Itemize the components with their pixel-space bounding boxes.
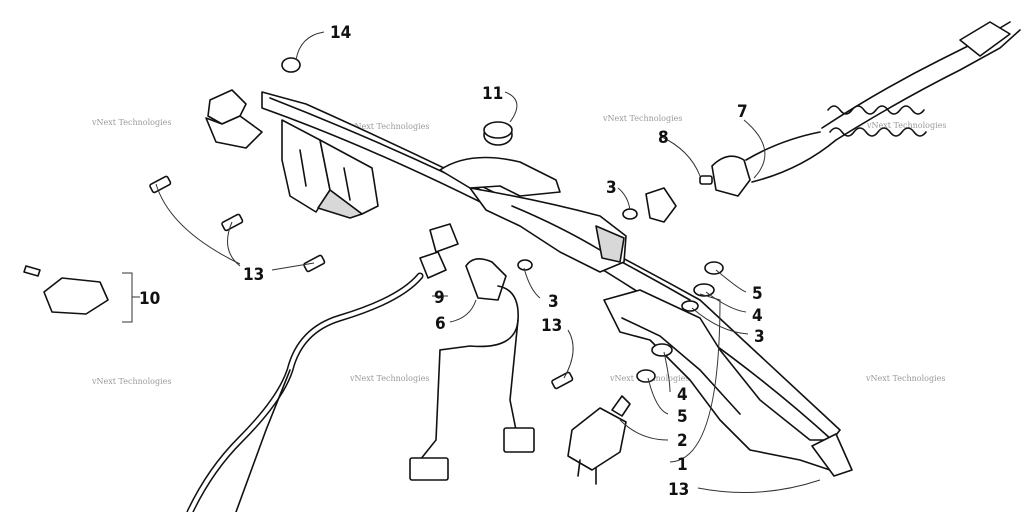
dash-bracket-part-1 — [205, 89, 853, 477]
callout-4-top: 4 — [752, 306, 763, 326]
callout-5-bottom: 5 — [677, 407, 688, 427]
callout-3-right: 3 — [754, 327, 765, 347]
watermark: vNext Technologies — [349, 374, 429, 383]
callout-8: 8 — [658, 128, 669, 148]
plug-part-14 — [281, 57, 301, 73]
callout-13-left: 13 — [243, 265, 264, 285]
watermark: vNext Technologies — [91, 118, 171, 127]
watermark: vNext Technologies — [349, 122, 429, 131]
watermark: vNext Technologies — [866, 121, 946, 130]
coil-spring — [827, 105, 927, 137]
cap-ring-part-11 — [483, 121, 513, 146]
callout-9: 9 — [434, 288, 445, 308]
watermark: vNext Technologies — [91, 377, 171, 386]
callout-14: 14 — [330, 23, 351, 43]
callout-13-mid: 13 — [541, 316, 562, 336]
callout-1: 1 — [677, 455, 688, 475]
socket-part-6 — [409, 258, 535, 481]
tether-cord-part-7 — [711, 21, 1021, 197]
callout-13-bottom: 13 — [668, 480, 689, 500]
clip-part-10 — [23, 265, 140, 323]
relay-switch-part-2 — [567, 395, 631, 485]
harness-connector-part-9 — [186, 223, 459, 512]
callout-4-bottom: 4 — [677, 385, 688, 405]
watermark: vNext Technologies — [602, 114, 682, 123]
leader-lines — [155, 31, 821, 493]
callout-11: 11 — [482, 84, 503, 104]
callouts: 14 11 7 8 3 13 10 9 6 3 13 5 4 3 4 5 2 1… — [139, 23, 765, 500]
watermark: vNext Technologies — [865, 374, 945, 383]
washers-parts-3-4-5 — [517, 208, 724, 383]
callout-6: 6 — [435, 314, 446, 334]
switch-part-8 — [645, 175, 713, 223]
callout-3-top: 3 — [606, 178, 617, 198]
watermarks: vNext Technologies vNext Technologies vN… — [91, 114, 946, 386]
callout-3-mid: 3 — [548, 292, 559, 312]
callout-2: 2 — [677, 431, 688, 451]
callout-10: 10 — [139, 289, 160, 309]
callout-5-top: 5 — [752, 284, 763, 304]
callout-7: 7 — [737, 102, 748, 122]
